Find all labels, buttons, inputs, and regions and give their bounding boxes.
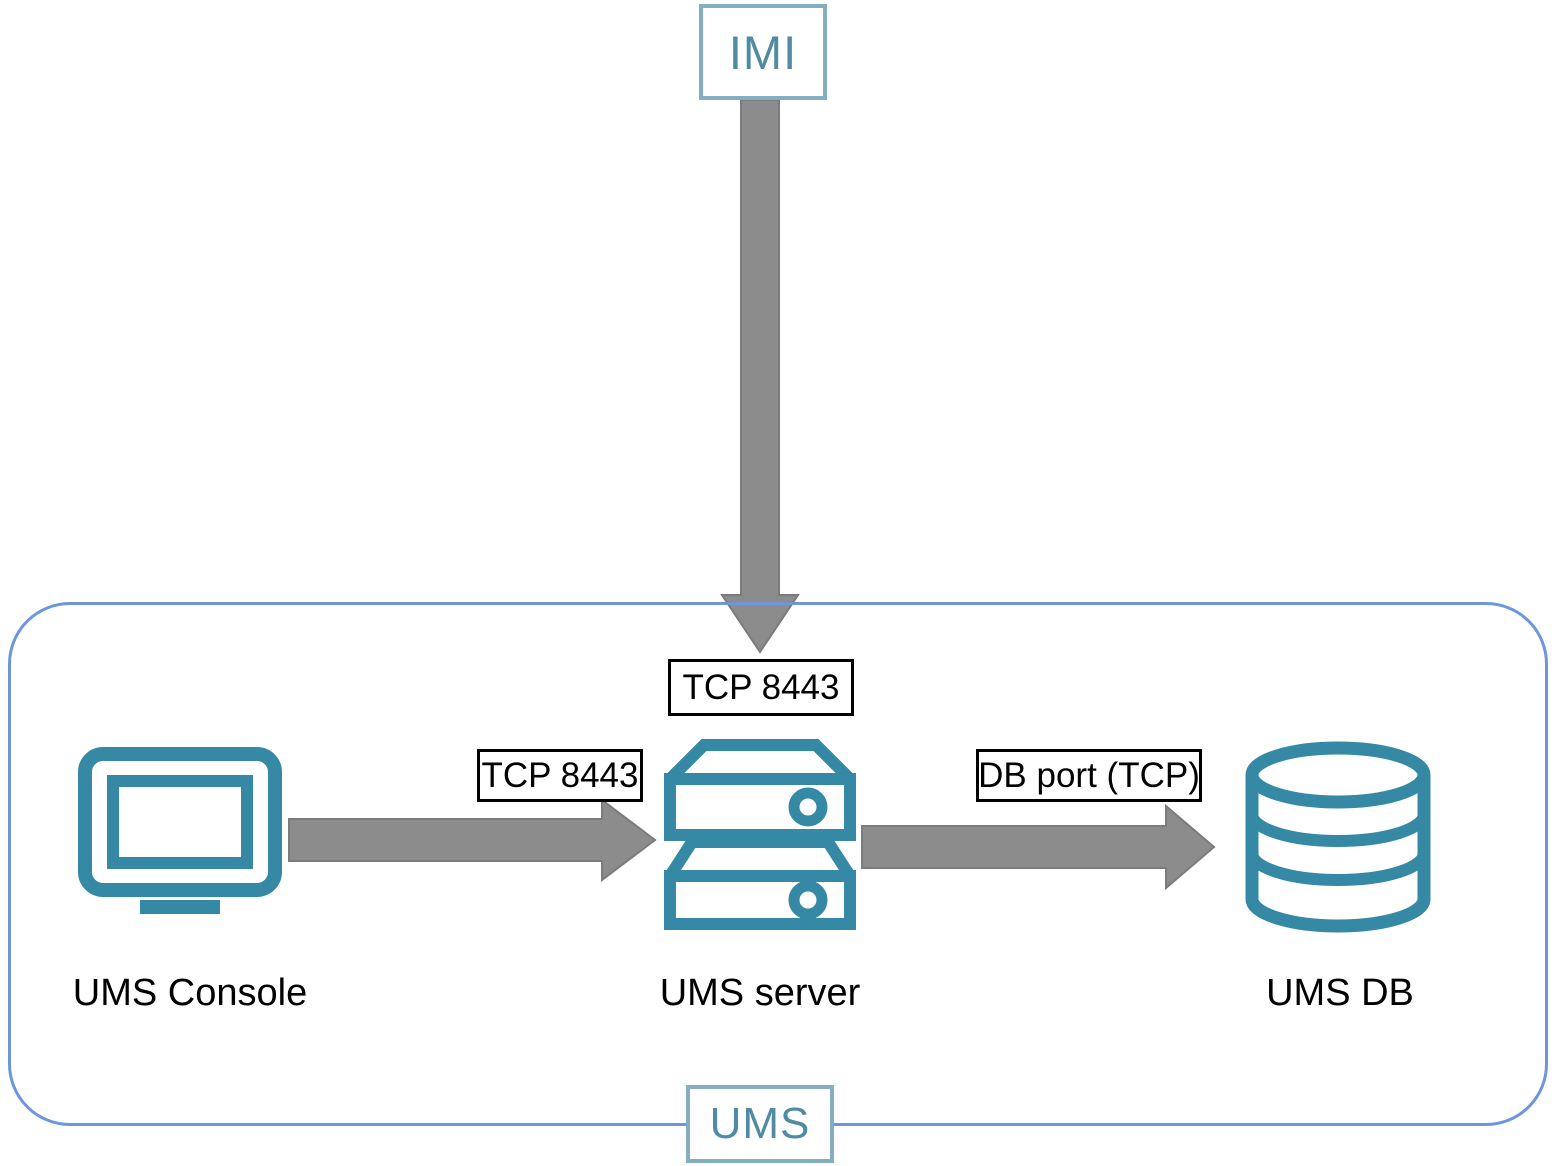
server-icon (664, 739, 856, 930)
caption-ums-db: UMS DB (1266, 972, 1414, 1014)
ums-zone-tag: UMS (686, 1085, 834, 1163)
caption-ums-server: UMS server (659, 972, 861, 1014)
monitor-icon (78, 747, 282, 914)
port-label-imi-to-server: TCP 8443 (668, 659, 854, 716)
node-ums-server (660, 737, 860, 932)
port-label-console-to-server: TCP 8443 (477, 749, 643, 802)
arrow-console-to-server (288, 797, 657, 883)
caption-ums-console: UMS Console (72, 972, 308, 1014)
arrow-server-to-db (861, 803, 1216, 891)
database-icon (1245, 741, 1431, 933)
arrow-imi-to-server (720, 99, 800, 654)
imi-zone-tag: IMI (699, 4, 827, 100)
node-ums-console (78, 747, 288, 923)
node-ums-db (1243, 741, 1433, 933)
port-label-server-to-db: DB port (TCP) (976, 749, 1202, 802)
